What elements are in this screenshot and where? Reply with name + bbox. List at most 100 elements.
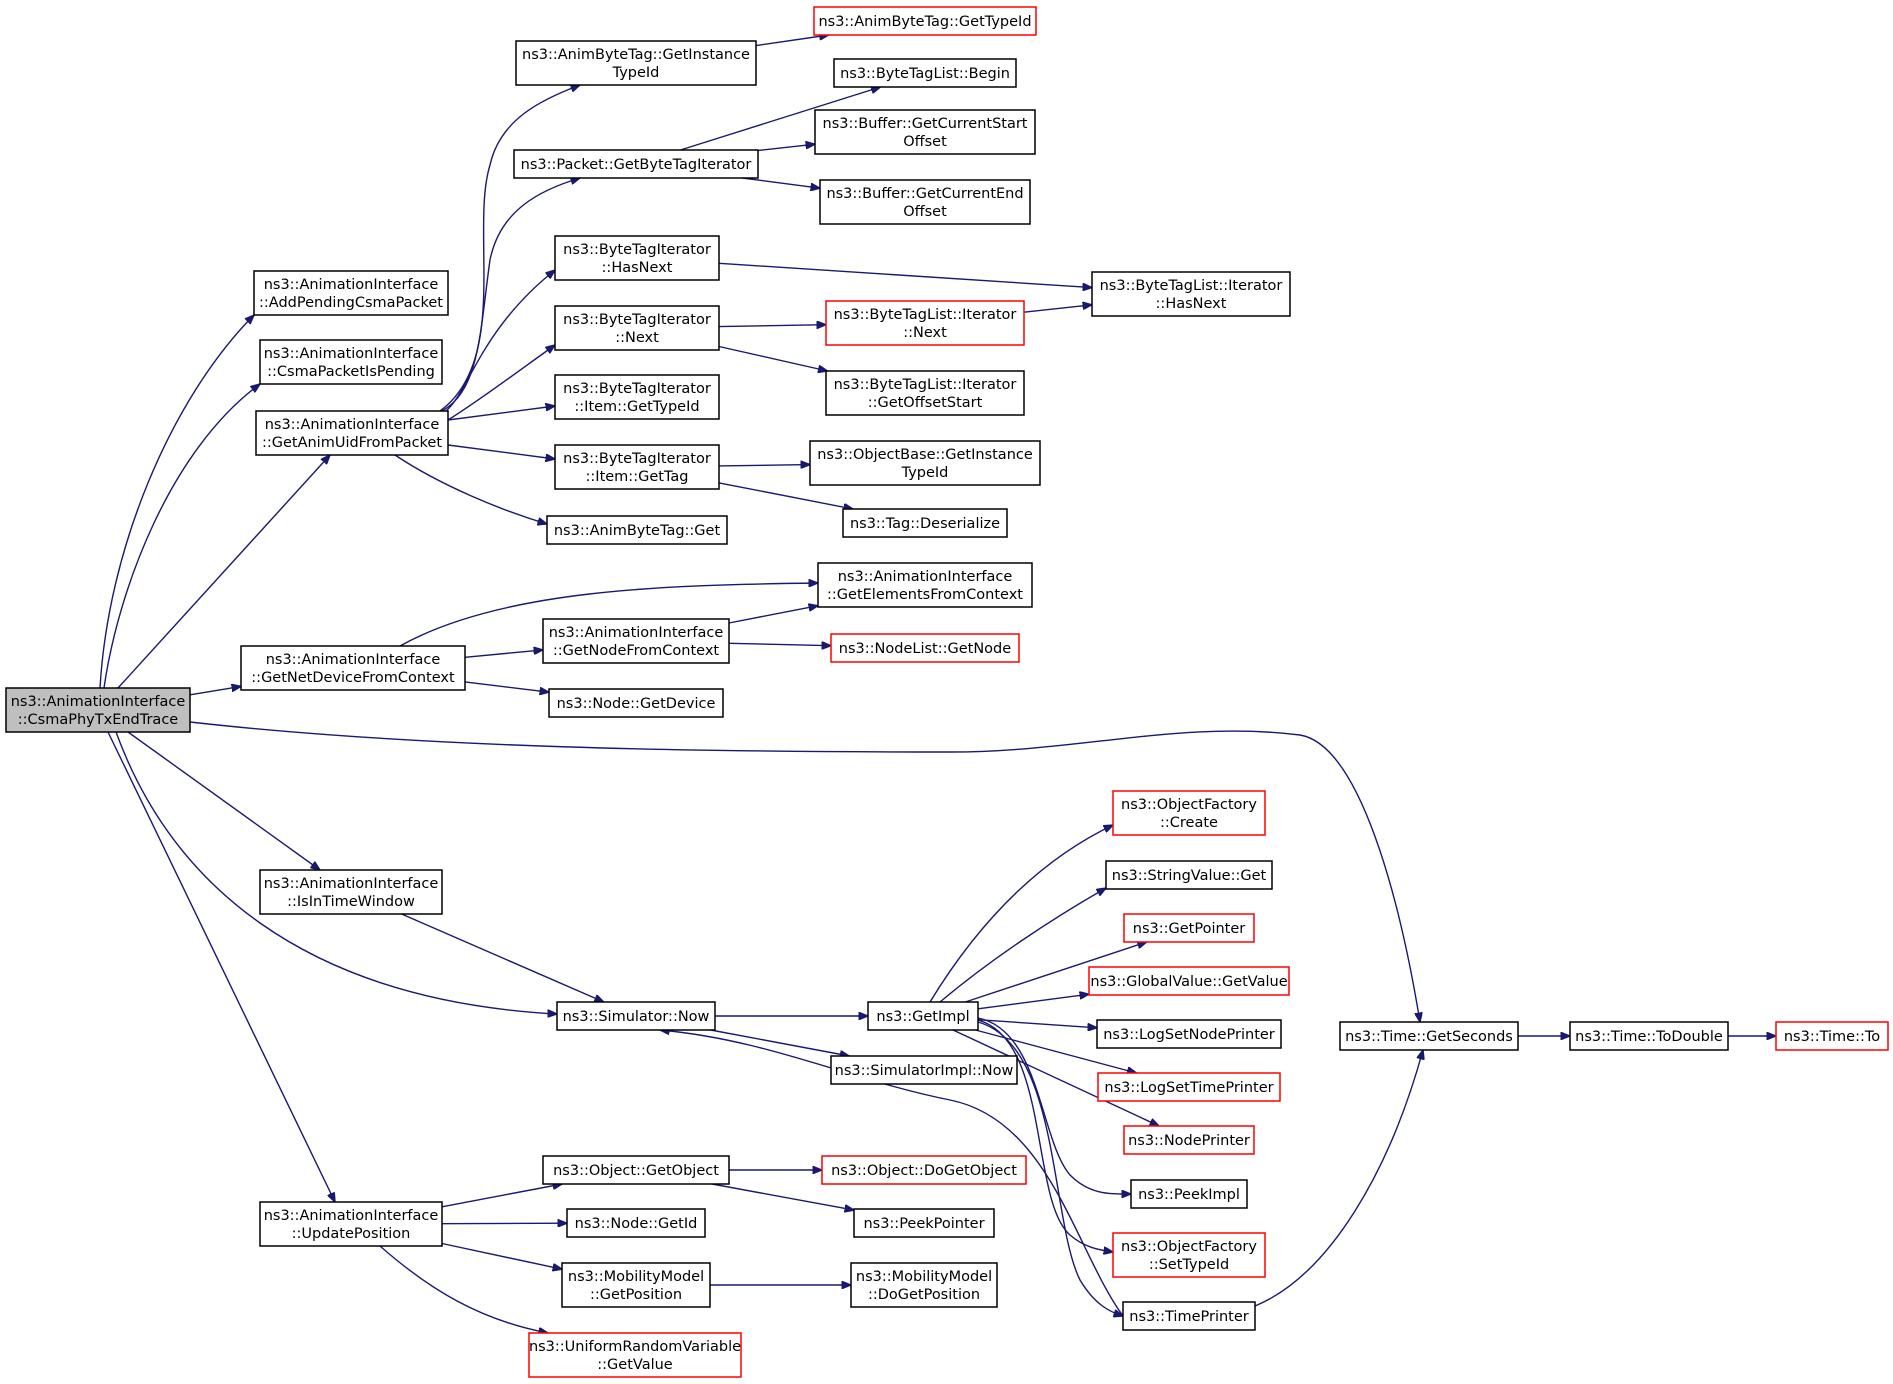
node-timePrinter[interactable]: ns3::TimePrinter: [1122, 1301, 1256, 1331]
node-pktGetBTI[interactable]: ns3::Packet::GetByteTagIterator: [513, 149, 759, 179]
node-simImplNow[interactable]: ns3::SimulatorImpl::Now: [830, 1055, 1018, 1085]
node-mmGetPos[interactable]: ns3::MobilityModel::GetPosition: [561, 1262, 711, 1308]
node-label-line: ::CsmaPhyTxEndTrace: [18, 712, 179, 728]
edge-getNetDev-to-nodeGetDev: [464, 681, 549, 692]
node-nodePrinter[interactable]: ns3::NodePrinter: [1123, 1125, 1255, 1155]
edge-pktGetBTI-to-btlBegin: [680, 87, 881, 151]
node-nodeGetDev[interactable]: ns3::Node::GetDevice: [548, 688, 724, 718]
node-label-line: ns3::AnimationInterface: [265, 417, 440, 433]
node-gvGetValue[interactable]: ns3::GlobalValue::GetValue: [1088, 966, 1290, 996]
node-mmDoGetPos[interactable]: ns3::MobilityModel::DoGetPosition: [850, 1262, 998, 1308]
node-label-line: ns3::Time::GetSeconds: [1345, 1029, 1513, 1045]
node-ofCreate[interactable]: ns3::ObjectFactory::Create: [1112, 790, 1266, 836]
node-timeTo[interactable]: ns3::Time::To: [1775, 1021, 1889, 1051]
node-root[interactable]: ns3::AnimationInterface::CsmaPhyTxEndTra…: [5, 687, 191, 733]
node-btiItemTag[interactable]: ns3::ByteTagIterator::Item::GetTag: [554, 444, 720, 490]
node-objDoGetObj[interactable]: ns3::Object::DoGetObject: [821, 1155, 1027, 1185]
node-label-line: ns3::MobilityModel: [856, 1269, 992, 1285]
node-abtGet[interactable]: ns3::AnimByteTag::Get: [546, 515, 728, 545]
node-box: [513, 149, 759, 179]
node-label-line: ::CsmaPacketIsPending: [267, 364, 435, 380]
node-label-line: ns3::AnimationInterface: [11, 694, 186, 710]
node-btiItemType[interactable]: ns3::ByteTagIterator::Item::GetTypeId: [554, 374, 720, 420]
node-timeGetSec[interactable]: ns3::Time::GetSeconds: [1339, 1021, 1519, 1051]
node-label-line: ns3::GetPointer: [1133, 921, 1246, 937]
node-label-line: ::Next: [615, 330, 659, 346]
node-peekImpl[interactable]: ns3::PeekImpl: [1130, 1179, 1248, 1209]
edge-line: [718, 465, 810, 466]
node-getPointer[interactable]: ns3::GetPointer: [1123, 913, 1255, 943]
node-box: [561, 1262, 711, 1308]
node-label-line: ns3::Packet::GetByteTagIterator: [521, 157, 752, 173]
edge-line: [441, 178, 580, 412]
node-label-line: ::DoGetPosition: [868, 1287, 980, 1303]
node-label-line: ns3::GetImpl: [876, 1009, 969, 1025]
node-svGet[interactable]: ns3::StringValue::Get: [1105, 860, 1273, 890]
node-btliHasNext[interactable]: ns3::ByteTagList::Iterator::HasNext: [1091, 271, 1291, 317]
edge-btiNext-to-btliNext: [718, 325, 826, 327]
node-box: [1096, 1019, 1282, 1049]
node-label-line: ns3::AnimationInterface: [838, 569, 1013, 585]
node-label-line: ns3::ByteTagList::Begin: [840, 66, 1010, 82]
node-label-line: ns3::AnimByteTag::GetInstance: [522, 47, 750, 63]
node-label-line: ns3::NodePrinter: [1128, 1133, 1250, 1149]
edge-line: [977, 1019, 1113, 1252]
node-box: [1112, 1232, 1266, 1278]
node-updatePos[interactable]: ns3::AnimationInterface::UpdatePosition: [259, 1201, 443, 1247]
node-tagDeser[interactable]: ns3::Tag::Deserialize: [842, 508, 1008, 538]
node-box: [1339, 1021, 1519, 1051]
node-ofSetType[interactable]: ns3::ObjectFactory::SetTypeId: [1112, 1232, 1266, 1278]
edge-abtGetInst-to-abtGetTypeId: [755, 35, 829, 47]
node-peekPointer[interactable]: ns3::PeekPointer: [853, 1208, 995, 1238]
node-abtGetTypeId[interactable]: ns3::AnimByteTag::GetTypeId: [813, 6, 1037, 36]
node-nodeGetId[interactable]: ns3::Node::GetId: [566, 1208, 706, 1238]
node-btiHasNext[interactable]: ns3::ByteTagIterator::HasNext: [554, 235, 720, 281]
node-addPending[interactable]: ns3::AnimationInterface::AddPendingCsmaP…: [253, 270, 449, 316]
node-objGetObj[interactable]: ns3::Object::GetObject: [542, 1155, 730, 1185]
node-simNow[interactable]: ns3::Simulator::Now: [556, 1001, 716, 1031]
edge-line: [711, 1183, 854, 1210]
edge-line: [965, 942, 1146, 1003]
node-timeToDouble[interactable]: ns3::Time::ToDouble: [1569, 1021, 1729, 1051]
node-isInTime[interactable]: ns3::AnimationInterface::IsInTimeWindow: [259, 869, 443, 915]
node-box: [819, 179, 1031, 225]
node-getAnimUid[interactable]: ns3::AnimationInterface::GetAnimUidFromP…: [255, 410, 449, 456]
node-btliNext[interactable]: ns3::ByteTagList::Iterator::Next: [825, 300, 1025, 346]
node-label-line: ns3::StringValue::Get: [1112, 868, 1267, 884]
node-getImpl[interactable]: ns3::GetImpl: [867, 1001, 979, 1031]
node-label-line: ns3::TimePrinter: [1129, 1309, 1249, 1325]
edge-getImpl-to-gvGetValue: [977, 994, 1089, 1010]
node-box: [554, 374, 720, 420]
edge-getAnimUid-to-btiNext: [447, 345, 555, 421]
node-label-line: ns3::ByteTagIterator: [563, 381, 711, 397]
node-box: [546, 515, 728, 545]
node-label-line: ns3::ByteTagList::Iterator: [834, 377, 1017, 393]
edge-btiItemTag-to-tagDeser: [718, 482, 853, 509]
node-label-line: ns3::ObjectFactory: [1121, 1239, 1257, 1255]
node-getNetDev[interactable]: ns3::AnimationInterface::GetNetDeviceFro…: [240, 645, 466, 691]
node-box: [817, 562, 1033, 608]
node-getNodeCtx[interactable]: ns3::AnimationInterface::GetNodeFromCont…: [542, 618, 730, 664]
edge-root-to-isPending: [103, 384, 260, 689]
node-box: [556, 1001, 716, 1031]
node-logTimePr[interactable]: ns3::LogSetTimePrinter: [1097, 1072, 1281, 1102]
edge-getNetDev-to-getElems: [399, 583, 818, 647]
node-box: [255, 410, 449, 456]
node-btlBegin[interactable]: ns3::ByteTagList::Begin: [833, 58, 1017, 88]
node-btiNext[interactable]: ns3::ByteTagIterator::Next: [554, 305, 720, 351]
edge-updatePos-to-urvGetValue: [379, 1245, 548, 1333]
node-logNodePr[interactable]: ns3::LogSetNodePrinter: [1096, 1019, 1282, 1049]
node-isPending[interactable]: ns3::AnimationInterface::CsmaPacketIsPen…: [259, 339, 443, 385]
node-label-line: ::AddPendingCsmaPacket: [259, 295, 443, 311]
node-box: [1091, 271, 1291, 317]
node-btliOffset[interactable]: ns3::ByteTagList::Iterator::GetOffsetSta…: [825, 370, 1025, 416]
edge-getNodeCtx-to-nlGetNode: [728, 643, 831, 645]
node-urvGetValue[interactable]: ns3::UniformRandomVariable::GetValue: [528, 1332, 742, 1378]
node-nlGetNode[interactable]: ns3::NodeList::GetNode: [830, 633, 1020, 663]
node-getElems[interactable]: ns3::AnimationInterface::GetElementsFrom…: [817, 562, 1033, 608]
